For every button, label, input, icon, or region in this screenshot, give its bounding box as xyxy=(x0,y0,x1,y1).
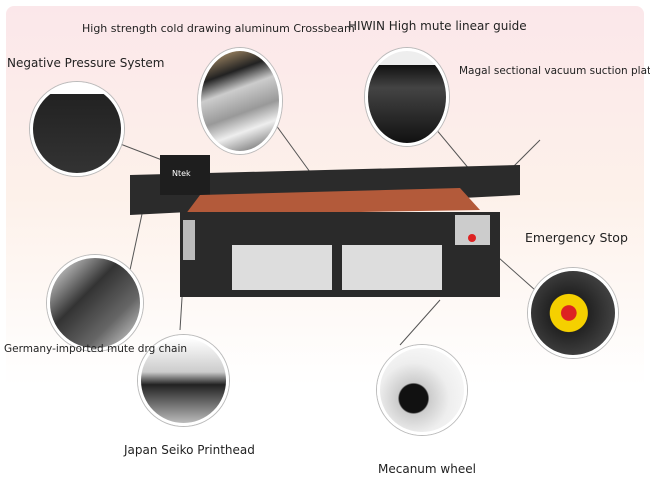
printer-image: Ntek xyxy=(130,155,520,297)
label-emergency-stop: Emergency Stop xyxy=(525,230,628,245)
negative-pressure-photo xyxy=(30,82,124,176)
emergency-stop-photo xyxy=(528,268,618,358)
label-linear-guide: HIWIN High mute linear guide xyxy=(348,19,527,33)
printhead-photo xyxy=(138,335,229,426)
drag-chain-photo xyxy=(47,255,143,351)
label-vacuum-platform: Magal sectional vacuum suction platform xyxy=(459,65,650,77)
linear-guide-photo xyxy=(365,48,449,146)
crossbeam-photo xyxy=(198,48,282,154)
label-negative-pressure: Negative Pressure System xyxy=(7,56,165,70)
label-mecanum-wheel: Mecanum wheel xyxy=(378,462,476,476)
label-drag-chain: Germany-imported mute drg chain xyxy=(4,343,188,355)
mecanum-wheel-photo xyxy=(377,345,467,435)
label-crossbeam: High strength cold drawing aluminum Cros… xyxy=(82,22,355,35)
brand-logo: Ntek xyxy=(172,169,191,178)
label-printhead: Japan Seiko Printhead xyxy=(124,443,255,457)
